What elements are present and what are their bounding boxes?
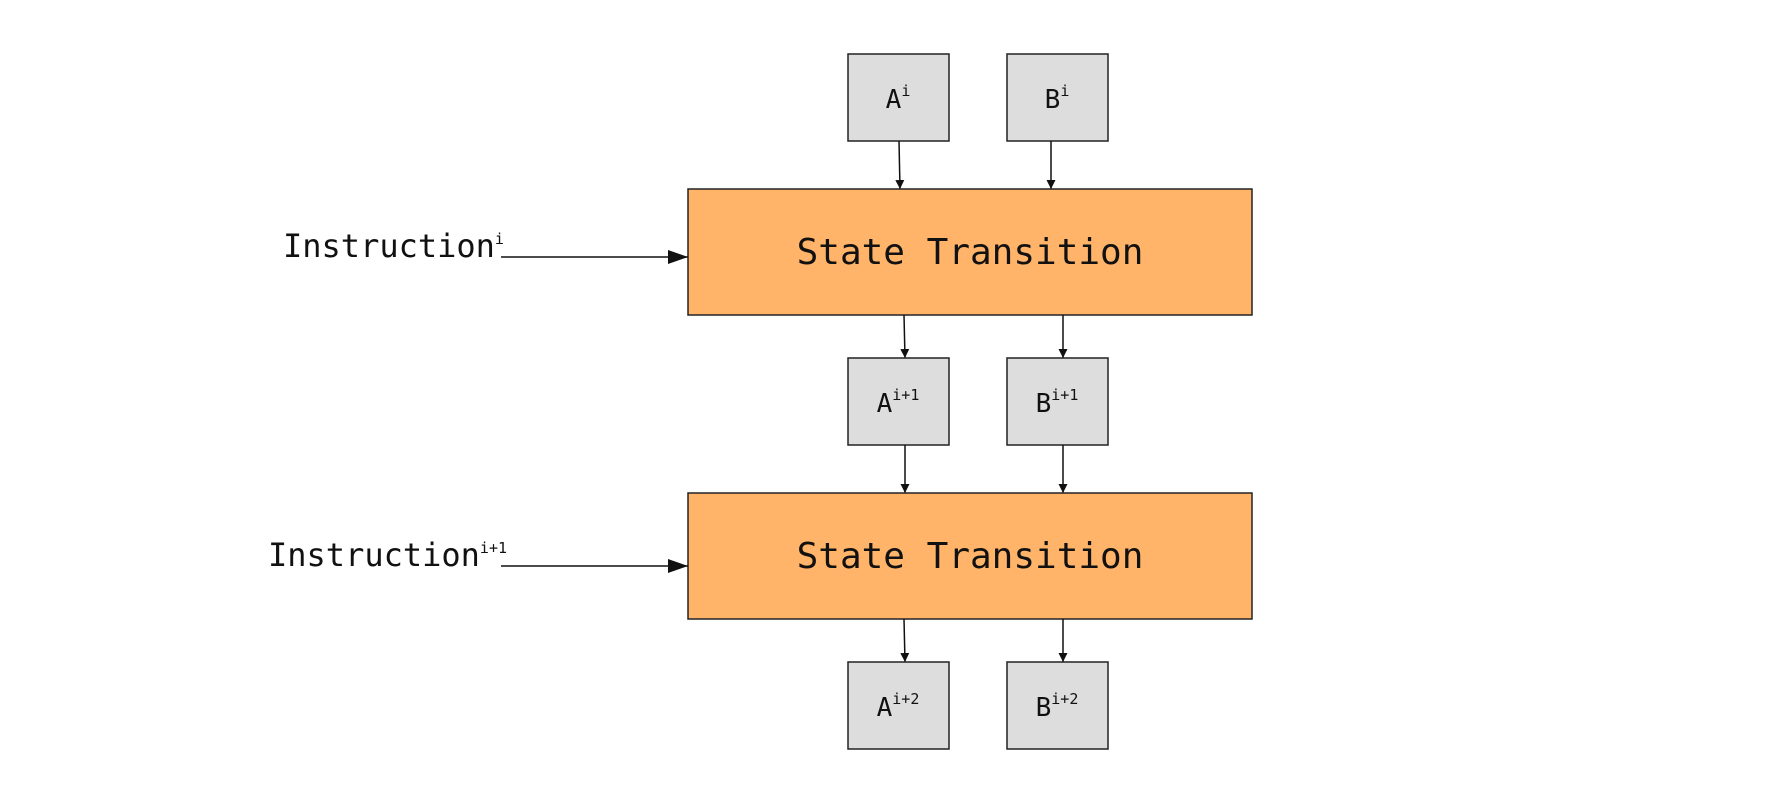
register-b-i1-box bbox=[1006, 357, 1109, 446]
register-b-i-box bbox=[1006, 53, 1109, 142]
instruction-i1-base: Instruction bbox=[268, 536, 480, 574]
register-a-i-base: A bbox=[886, 85, 902, 115]
state-transition-1-box bbox=[687, 188, 1253, 316]
arrow-state-1-to-a-i1 bbox=[900, 314, 910, 359]
state-transition-2: State Transition bbox=[687, 492, 1253, 620]
register-b-i2-sup: i+2 bbox=[1051, 690, 1078, 708]
register-b-i1-sup: i+1 bbox=[1051, 386, 1078, 404]
state-transition-1-label: State Transition bbox=[797, 232, 1144, 273]
register-a-i-sup: i bbox=[901, 82, 910, 100]
register-b-i-sup: i bbox=[1060, 82, 1069, 100]
state-transition-2-label: State Transition bbox=[797, 536, 1144, 577]
register-b-i1-base: B bbox=[1036, 389, 1052, 419]
register-b-i2: Bi+2 bbox=[1006, 661, 1109, 750]
instruction-i1-label: Instructioni+1 bbox=[268, 536, 507, 574]
register-a-i: Ai bbox=[847, 53, 950, 142]
register-b-i: Bi bbox=[1006, 53, 1109, 142]
instruction-i-sup: i bbox=[495, 230, 504, 248]
instruction-i-label: Instructioni bbox=[283, 227, 504, 265]
register-b-i1-label: Bi+1 bbox=[1036, 386, 1079, 419]
register-b-i1: Bi+1 bbox=[1006, 357, 1109, 446]
register-a-i2-sup: i+2 bbox=[892, 690, 919, 708]
register-a-i1-sup: i+1 bbox=[892, 386, 919, 404]
register-a-i-label: Ai bbox=[886, 82, 911, 115]
register-b-i2-label: Bi+2 bbox=[1036, 690, 1079, 723]
register-a-i1-base: A bbox=[877, 389, 893, 419]
register-a-i2-box bbox=[847, 661, 950, 750]
state-transition-2-box bbox=[687, 492, 1253, 620]
arrow-state-2-to-a-i2 bbox=[900, 618, 910, 663]
register-b-i2-box bbox=[1006, 661, 1109, 750]
instruction-i1-sup: i+1 bbox=[480, 539, 507, 557]
register-a-i2-label: Ai+2 bbox=[877, 690, 920, 723]
register-a-i1-box bbox=[847, 357, 950, 446]
register-b-i-label: Bi bbox=[1045, 82, 1070, 115]
state-transition-1: State Transition bbox=[687, 188, 1253, 316]
register-a-i-box bbox=[847, 53, 950, 142]
register-a-i1: Ai+1 bbox=[847, 357, 950, 446]
arrow-a-i-to-state-1 bbox=[895, 140, 905, 190]
register-a-i1-label: Ai+1 bbox=[877, 386, 920, 419]
register-a-i2: Ai+2 bbox=[847, 661, 950, 750]
instruction-i-base: Instruction bbox=[283, 227, 495, 265]
register-b-i-base: B bbox=[1045, 85, 1061, 115]
register-b-i2-base: B bbox=[1036, 693, 1052, 723]
register-a-i2-base: A bbox=[877, 693, 893, 723]
